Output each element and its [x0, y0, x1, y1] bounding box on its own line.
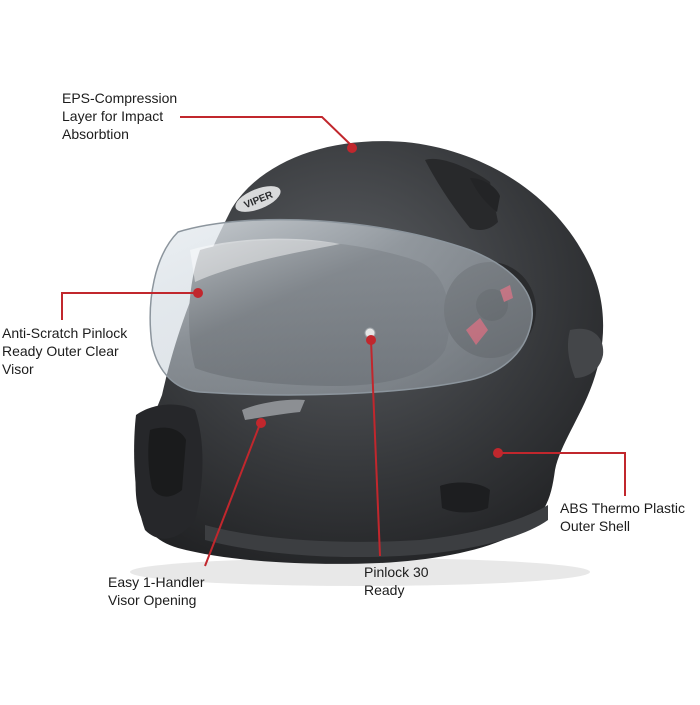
callout-text: Ready Outer Clear [2, 343, 119, 359]
callout-text: EPS-Compression [62, 90, 178, 106]
callout-lines [61, 116, 626, 567]
callout-text: Layer for Impact [62, 108, 164, 124]
callout-line-visor [61, 292, 196, 320]
callout-dot-visor [193, 288, 203, 298]
callout-text: Pinlock 30 [364, 564, 429, 580]
callout-outer-shell: ABS Thermo Plastic Outer Shell [560, 499, 685, 535]
callout-text: Absorbtion [62, 126, 129, 142]
callout-line-pinlock [370, 339, 381, 557]
callout-text: Ready [364, 582, 405, 598]
callout-dot-eps [347, 143, 357, 153]
rear-spoiler [567, 328, 604, 378]
callout-line-shell [500, 452, 626, 496]
callout-dots [193, 143, 503, 458]
chin-vent [148, 427, 186, 497]
callout-text: ABS Thermo Plastic [560, 500, 686, 516]
brand-logo-badge [235, 186, 281, 212]
callout-text: Visor Opening [108, 592, 197, 608]
callout-text: Visor [2, 361, 34, 377]
visor-tab [242, 399, 305, 420]
callout-dot-handler [256, 418, 266, 428]
top-vent [425, 158, 498, 230]
callout-text: Easy 1-Handler [108, 574, 205, 590]
visor-highlight [190, 238, 340, 282]
ground-shadow [130, 558, 590, 586]
callout-visor-opening: Easy 1-Handler Visor Opening [108, 573, 205, 609]
top-vent-right [470, 178, 500, 212]
callout-line-eps [180, 116, 353, 147]
callout-line-handler [204, 423, 261, 567]
neck-trim [205, 505, 548, 558]
callout-dot-shell [493, 448, 503, 458]
callout-pinlock-ready: Pinlock 30 Ready [364, 563, 429, 599]
callout-eps-layer: EPS-Compression Layer for Impact Absorbt… [62, 89, 177, 143]
clear-visor [149, 218, 533, 396]
callout-text: Outer Shell [560, 518, 631, 534]
callout-dot-pinlock [366, 335, 376, 345]
callout-text: Anti-Scratch Pinlock [2, 325, 128, 341]
comm-module [440, 482, 490, 513]
callout-pinlock-visor: Anti-Scratch Pinlock Ready Outer Clear V… [2, 324, 127, 378]
